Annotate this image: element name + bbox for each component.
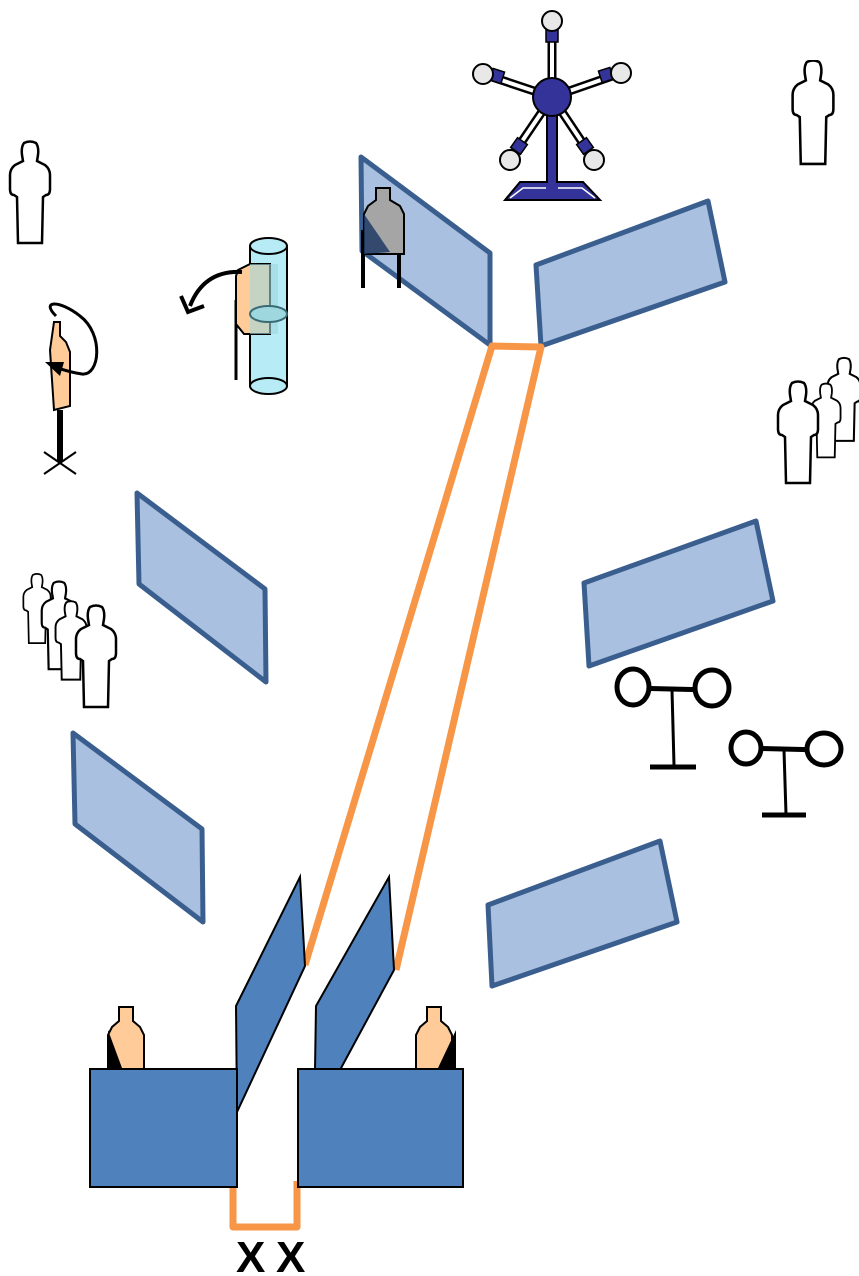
barricade-icon xyxy=(89,873,464,1188)
wall-icon xyxy=(70,730,206,925)
arrow-icon xyxy=(179,295,205,315)
no-shoot-icon xyxy=(791,60,835,166)
fault-line-icon xyxy=(229,342,545,1231)
walls xyxy=(70,154,776,989)
popper-icon xyxy=(361,187,405,288)
start-area xyxy=(89,873,464,1188)
swinger-icon xyxy=(614,666,732,770)
no-shoot-group-right xyxy=(776,356,859,485)
shoot-target-icon xyxy=(414,1005,456,1069)
swinger-icon xyxy=(728,729,844,818)
clamshell-icon xyxy=(179,237,288,395)
wall-icon xyxy=(485,838,680,989)
wall-icon xyxy=(581,518,776,669)
plate-tree-icon xyxy=(472,10,632,201)
no-shoot-icon xyxy=(8,140,52,245)
wall-icon xyxy=(134,490,269,685)
no-shoot-group-left xyxy=(22,572,118,709)
wall-icon xyxy=(533,198,728,349)
no-shoot-icon xyxy=(776,380,820,485)
swinging-target-icon xyxy=(43,302,99,475)
start-mark-2: X xyxy=(276,1233,305,1276)
start-mark-1: X xyxy=(236,1233,265,1276)
shoot-target-icon xyxy=(107,1006,145,1069)
